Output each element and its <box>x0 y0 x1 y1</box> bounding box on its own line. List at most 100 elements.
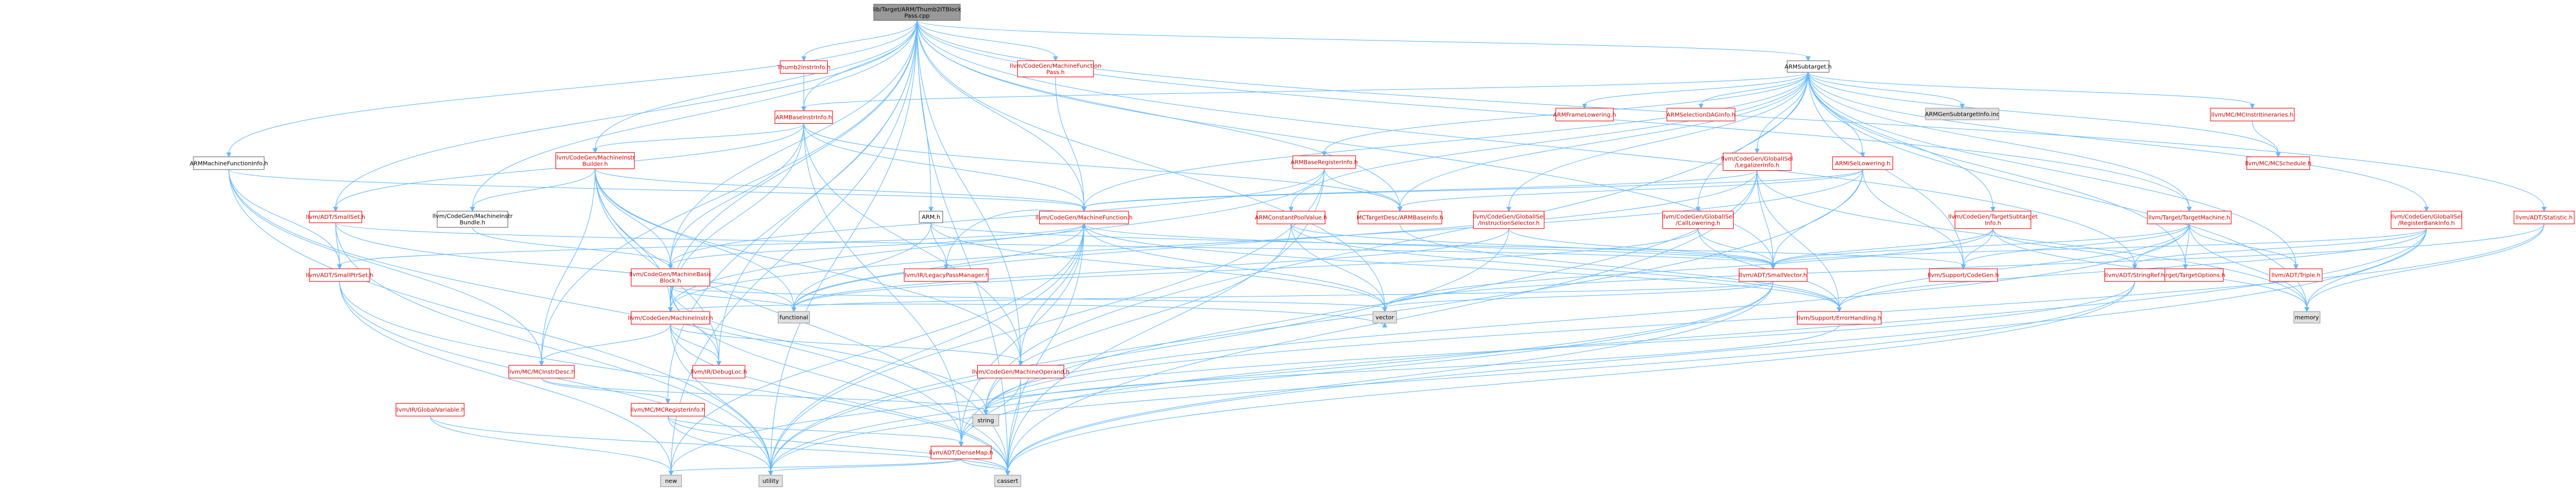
node-label: Builder.h <box>582 162 608 168</box>
node-mop[interactable]: llvm/CodeGen/MachineOperand.h <box>972 365 1069 379</box>
edge-tsubinfo-to-smallvector <box>1770 228 1993 270</box>
node-gisel_call[interactable]: llvm/CodeGen/GlobalISel/CallLowering.h <box>1662 211 1734 229</box>
node-mcsched[interactable]: llvm/MC/MCSchedule.h <box>2245 156 2312 170</box>
node-armisel[interactable]: ARMISelLowering.h <box>1832 156 1894 170</box>
node-label: cassert <box>997 478 1018 485</box>
node-armbaseinstr[interactable]: ARMBaseInstrInfo.h <box>774 110 833 124</box>
node-label: ARMSelectionDAGInfo.h <box>1667 112 1735 118</box>
edge-tmachine-to-memory <box>2188 223 2310 313</box>
node-mf[interactable]: llvm/CodeGen/MachineFunction.h <box>1035 211 1132 225</box>
node-label: llvm/CodeGen/TargetSubtarget <box>1948 214 2037 221</box>
edge-mfi-to-mf <box>228 169 1087 212</box>
edge-root-to-armsubtarget <box>916 20 1811 61</box>
node-legacypm[interactable]: llvm/IR/LegacyPassManager.h <box>903 268 989 282</box>
edge-mi-to-debugloc <box>670 324 722 367</box>
edge-armcpv-to-errorh <box>1291 223 1842 313</box>
edge-root-to-mop <box>916 20 1024 367</box>
node-mcinstrit[interactable]: llvm/MC/MCInstrItineraries.h <box>2210 108 2295 122</box>
edge-mcreg-to-utility <box>667 416 773 476</box>
node-armbasereg[interactable]: ARMBaseRegisterInfo.h <box>1291 155 1358 169</box>
node-label: llvm/ADT/Triple.h <box>2271 273 2321 279</box>
node-mcinstrdesc[interactable]: llvm/MC/MCInstrDesc.h <box>508 365 575 379</box>
node-label: functional <box>780 314 809 321</box>
node-gisel_is[interactable]: llvm/CodeGen/GlobalISel/InstructionSelec… <box>1473 211 1545 229</box>
edge-mcinstrdesc-to-string <box>541 378 989 415</box>
node-triple[interactable]: llvm/ADT/Triple.h <box>2269 268 2323 282</box>
node-debugloc[interactable]: llvm/IR/DebugLoc.h <box>690 365 747 379</box>
edge-smallvector-to-utility <box>768 281 1774 476</box>
edge-smallvector-to-functional <box>791 281 1774 313</box>
edge-armsubtarget-to-tsubinfo <box>1807 72 1996 212</box>
edge-mi-to-vector <box>670 303 1387 328</box>
edge-mi-to-mcinstrdesc <box>539 324 671 367</box>
node-utility: utility <box>758 475 783 488</box>
node-thumb2instr[interactable]: Thumb2InstrInfo.h <box>777 60 831 74</box>
edge-smallvector-to-new <box>668 281 1774 476</box>
node-smallvector[interactable]: llvm/ADT/SmallVector.h <box>1738 268 1808 282</box>
node-label: ARMSubtarget.h <box>1785 64 1832 70</box>
edge-gisellegalize-to-memory <box>1756 170 2310 313</box>
node-smallptrset[interactable]: llvm/ADT/SmallPtrSet.h <box>306 268 373 282</box>
node-label: llvm/IR/DebugLoc.h <box>690 369 747 375</box>
edge-tmachine-to-triple <box>2188 223 2299 270</box>
edge-root-to-mctarget <box>916 20 1403 212</box>
node-gisellegalize[interactable]: llvm/CodeGen/GlobalISel/LegalizerInfo.h <box>1721 152 1793 171</box>
edge-mfi-to-mcinstrdesc <box>228 169 545 367</box>
edge-mf-to-cassert <box>1005 223 1084 476</box>
edge-armsubtarget-to-codegen <box>1807 72 1966 270</box>
edge-mbb-to-vector <box>670 285 1387 313</box>
edge-gisel_rb-to-memory <box>2304 228 2427 313</box>
node-label: llvm/IR/LegacyPassManager.h <box>903 273 989 279</box>
node-label: llvm/Target/TargetMachine.h <box>2149 215 2230 221</box>
edge-armsubtarget-to-gisel_is <box>1506 72 1808 212</box>
node-label: ARMISelLowering.h <box>1835 160 1891 167</box>
node-label: llvm/CodeGen/MachineOperand.h <box>972 369 1069 375</box>
node-label: Info.h <box>1985 221 2001 227</box>
node-mcreg[interactable]: llvm/MC/MCRegisterInfo.h <box>631 403 706 417</box>
node-label: llvm/Target/TargetOptions.h <box>2146 273 2226 279</box>
node-armseldag[interactable]: ARMSelectionDAGInfo.h <box>1667 108 1735 122</box>
node-label: llvm/CodeGen/MachineInstr <box>433 214 513 220</box>
node-tmachine[interactable]: llvm/Target/TargetMachine.h <box>2147 211 2232 225</box>
edge-armsubtarget-to-armseldag <box>1698 72 1808 109</box>
edge-gisel_rb-to-smallvector <box>1770 228 2427 270</box>
edge-armsubtarget-to-gisel_rb <box>1807 72 2429 212</box>
node-smallset[interactable]: llvm/ADT/SmallSet.h <box>306 211 366 223</box>
node-label: llvm/Support/ErrorHandling.h <box>1797 315 1881 321</box>
node-label: llvm/CodeGen/MachineFunction.h <box>1035 215 1132 221</box>
node-codegen[interactable]: llvm/Support/CodeGen.h <box>1928 268 1999 282</box>
edge-armsubtarget-to-armbaseinstr <box>801 72 1808 112</box>
node-label: llvm/ADT/DenseMap.h <box>929 450 993 456</box>
node-mi[interactable]: llvm/CodeGen/MachineInstr.h <box>628 311 713 325</box>
node-label: Bundle.h <box>460 220 485 226</box>
node-globalvar[interactable]: llvm/IR/GlobalVariable.h <box>396 403 465 417</box>
edge-root-to-stringref <box>916 20 2137 270</box>
edge-smallvector-to-cassert <box>1005 281 1774 476</box>
edge-mbb-to-debugloc <box>670 286 722 367</box>
node-gisel_rb[interactable]: llvm/CodeGen/GlobalISel/RegisterBankInfo… <box>2391 211 2462 229</box>
edge-gisel_is-to-functional <box>791 228 1510 313</box>
node-densemap[interactable]: llvm/ADT/DenseMap.h <box>929 445 993 459</box>
node-mfi: ARMMachineFunctionInfo.h <box>189 156 268 170</box>
node-armcpv[interactable]: ARMConstantPoolValue.h <box>1255 211 1327 225</box>
node-armframe[interactable]: ARMFrameLowering.h <box>1553 108 1616 122</box>
edge-stringref-to-cassert <box>1005 281 2135 476</box>
edge-armsubtarget-to-tmachine <box>1807 72 2192 212</box>
node-statistic[interactable]: llvm/ADT/Statistic.h <box>2513 211 2575 225</box>
node-mctarget[interactable]: MCTargetDesc/ARMBaseInfo.h <box>1357 211 1444 225</box>
edge-armsubtarget-to-triple <box>1807 72 2299 270</box>
node-armh: ARM.h <box>919 211 944 223</box>
nodes-layer: lib/Target/ARM/Thumb2ITBlockPass.cppThum… <box>189 3 2575 488</box>
node-errorh[interactable]: llvm/Support/ErrorHandling.h <box>1797 311 1881 325</box>
edge-armsubtarget-to-armgensub <box>1807 72 1965 109</box>
edge-mib-to-debugloc <box>594 168 722 367</box>
edge-armbasereg-to-mctarget <box>1324 168 1403 212</box>
node-label: llvm/CodeGen/MachineInstr.h <box>628 315 713 321</box>
node-stringref[interactable]: llvm/ADT/StringRef.h <box>2104 268 2165 282</box>
